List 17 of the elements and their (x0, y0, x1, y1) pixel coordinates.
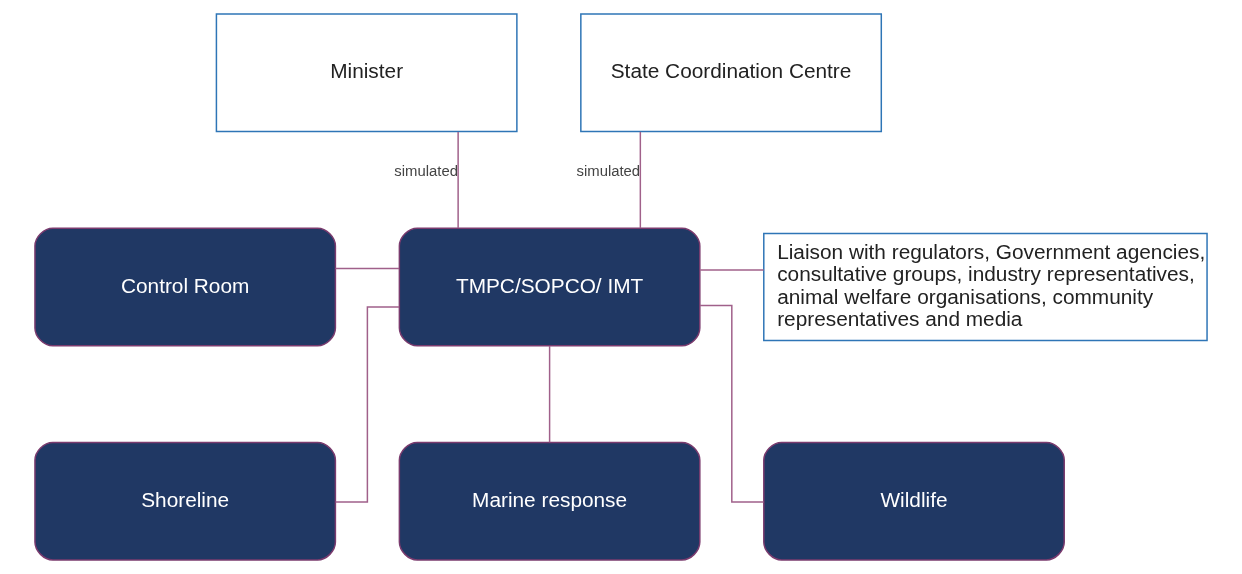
node-box: Shoreline (34, 441, 337, 561)
connector (699, 269, 765, 271)
connector (639, 131, 642, 229)
connector (457, 131, 459, 229)
node-box: Wildlife (763, 441, 1065, 561)
edge-label: simulated (394, 162, 458, 179)
connector (334, 267, 400, 270)
node-box: Marine response (398, 441, 701, 561)
node-box: TMPC/SOPCO/ IMT (398, 227, 701, 347)
node-box: Control Room (34, 227, 337, 347)
node-box: Liaison with regulators, Government agencies, consultative groups, industry representatives, animal welfare organisations, community representatives and media (763, 232, 1208, 342)
connector (548, 345, 551, 444)
edge-label: simulated (576, 162, 641, 179)
node-box: State Coordination Centre (580, 13, 883, 133)
connector (334, 306, 400, 503)
connector (699, 304, 765, 503)
node-box: Minister (215, 13, 518, 133)
